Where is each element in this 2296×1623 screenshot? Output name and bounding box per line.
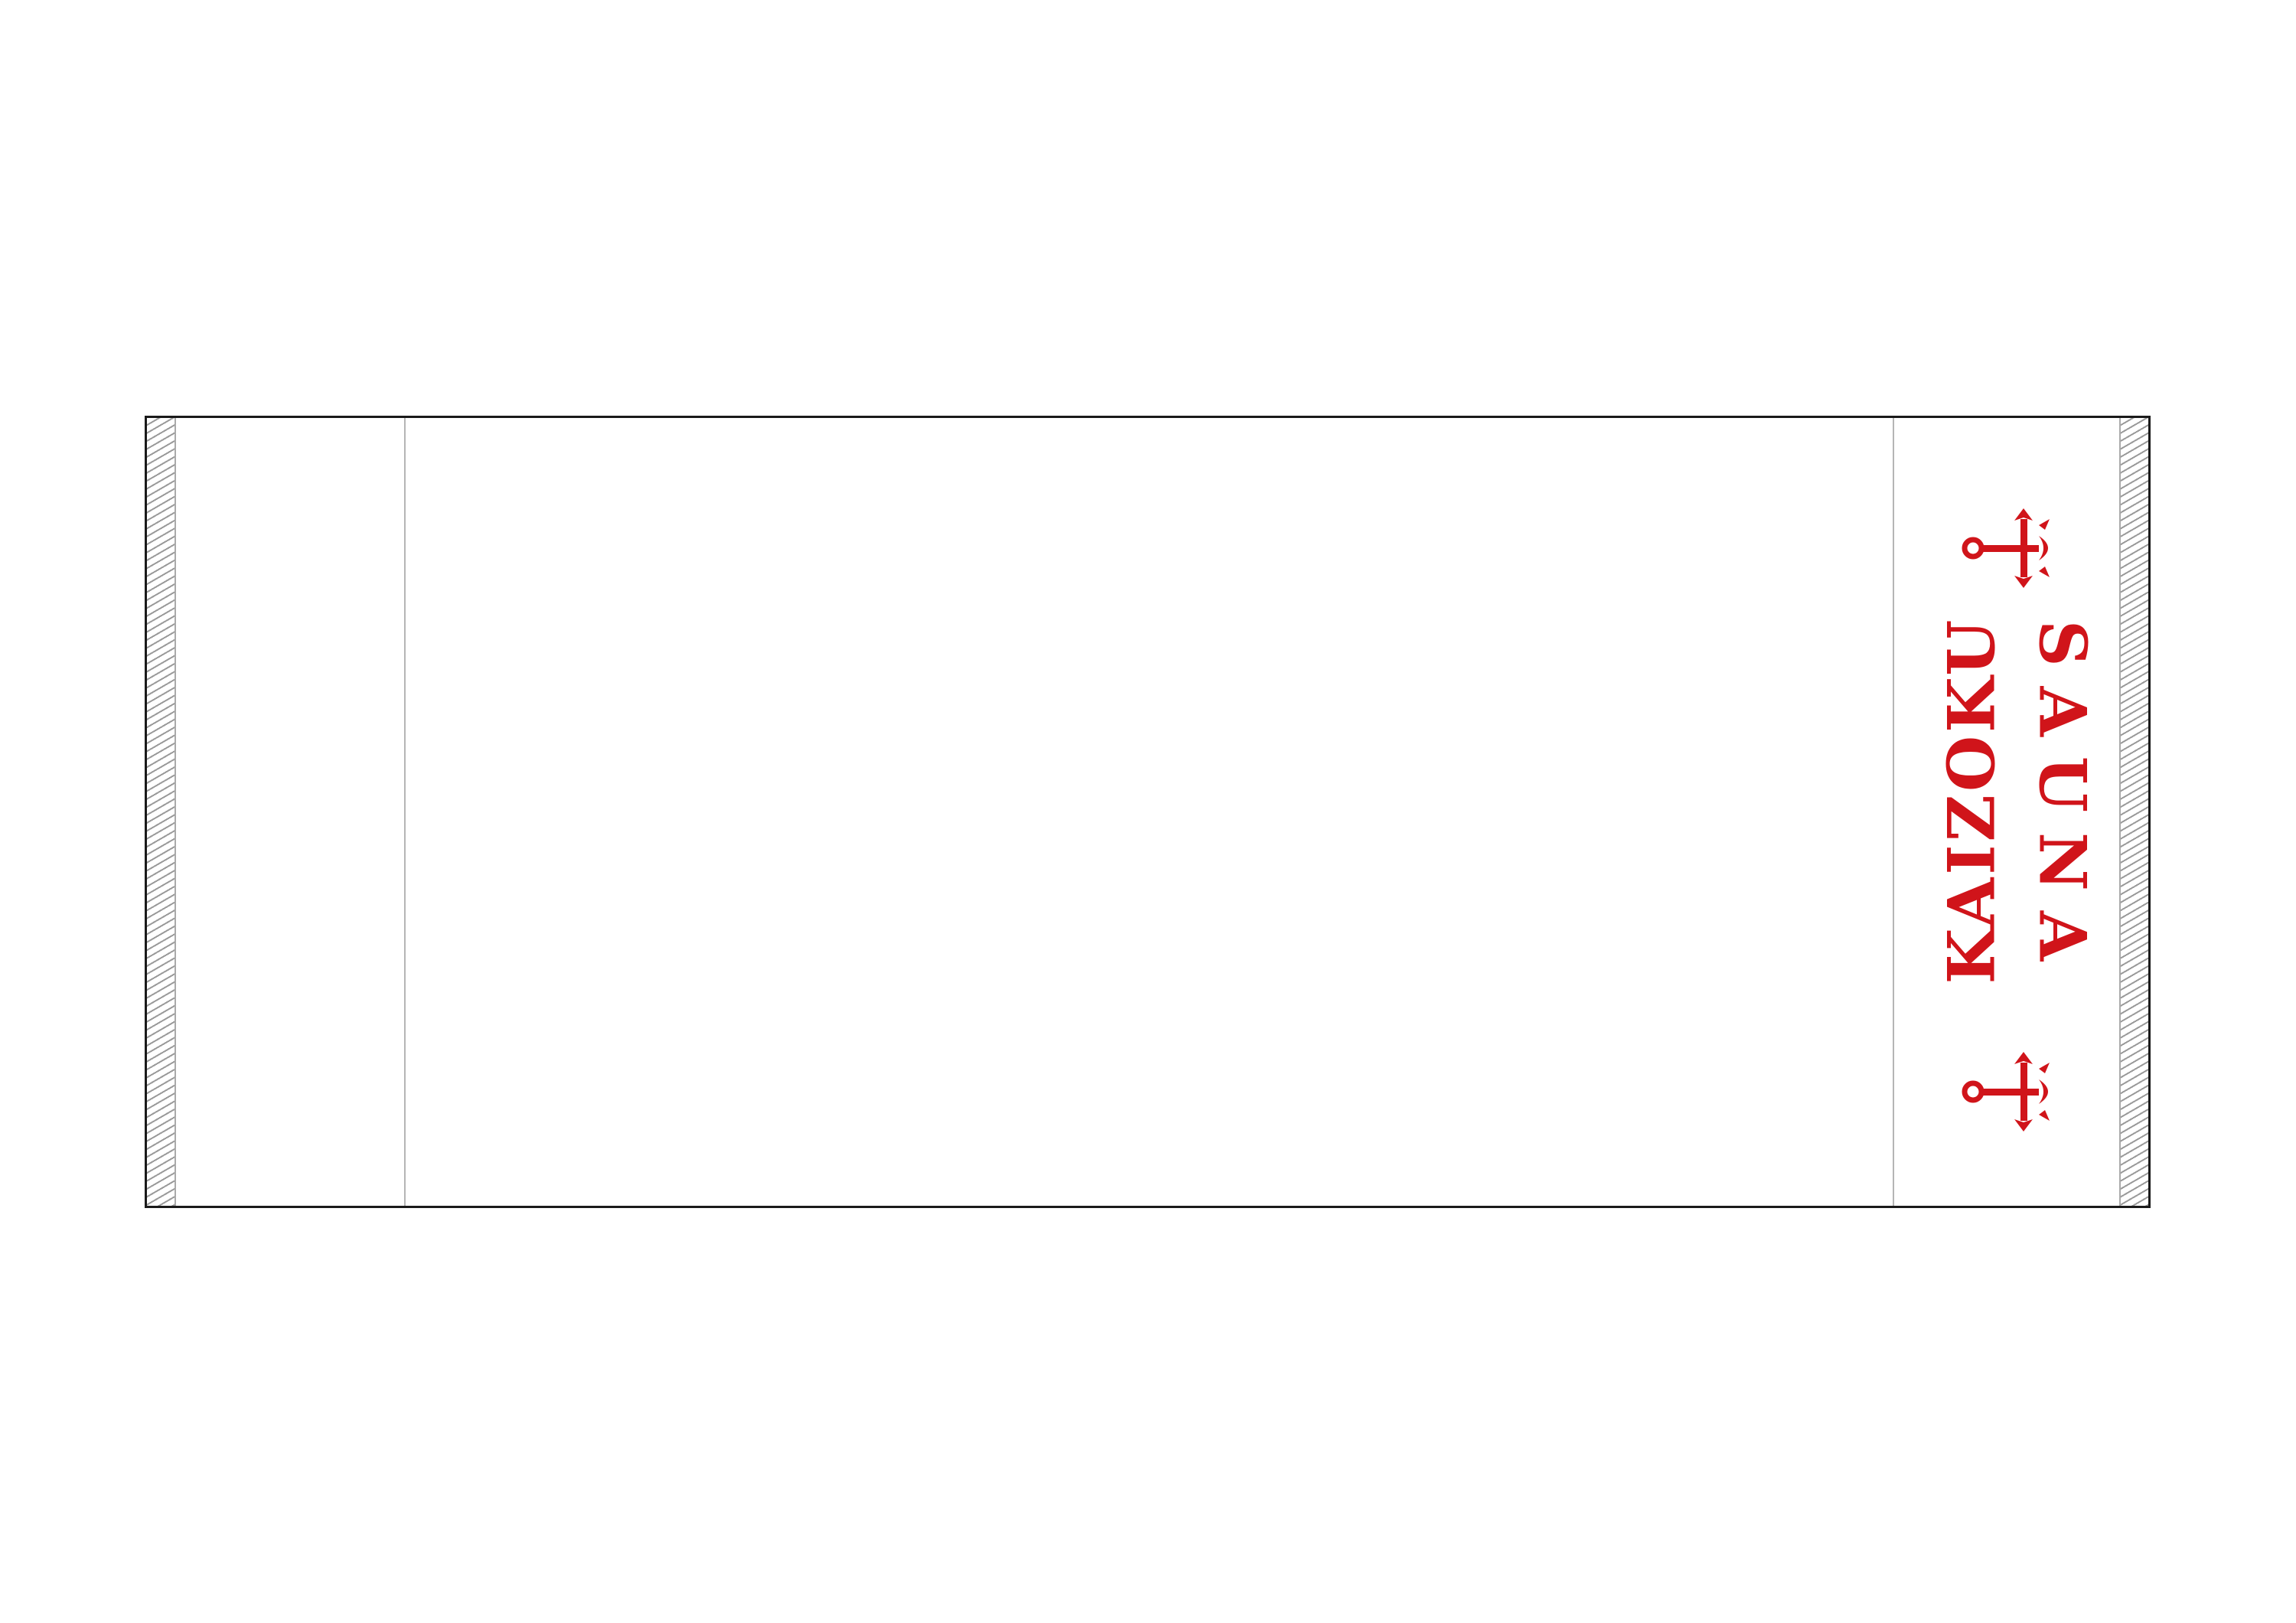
logo-band: KAIZOKU SAUNA (1894, 418, 2124, 1206)
left-panel-line (404, 418, 406, 1206)
brand-line-kaizoku: KAIZOKU (1933, 616, 2010, 985)
anchor-icon (1962, 1052, 2050, 1132)
right-panel-line (1893, 418, 1894, 1206)
left-hem (147, 418, 176, 1206)
right-hem (2119, 418, 2148, 1206)
anchor-icon (1962, 508, 2050, 588)
brand-line-sauna: SAUNA (2024, 619, 2101, 981)
towel-template: KAIZOKU SAUNA (145, 416, 2151, 1208)
